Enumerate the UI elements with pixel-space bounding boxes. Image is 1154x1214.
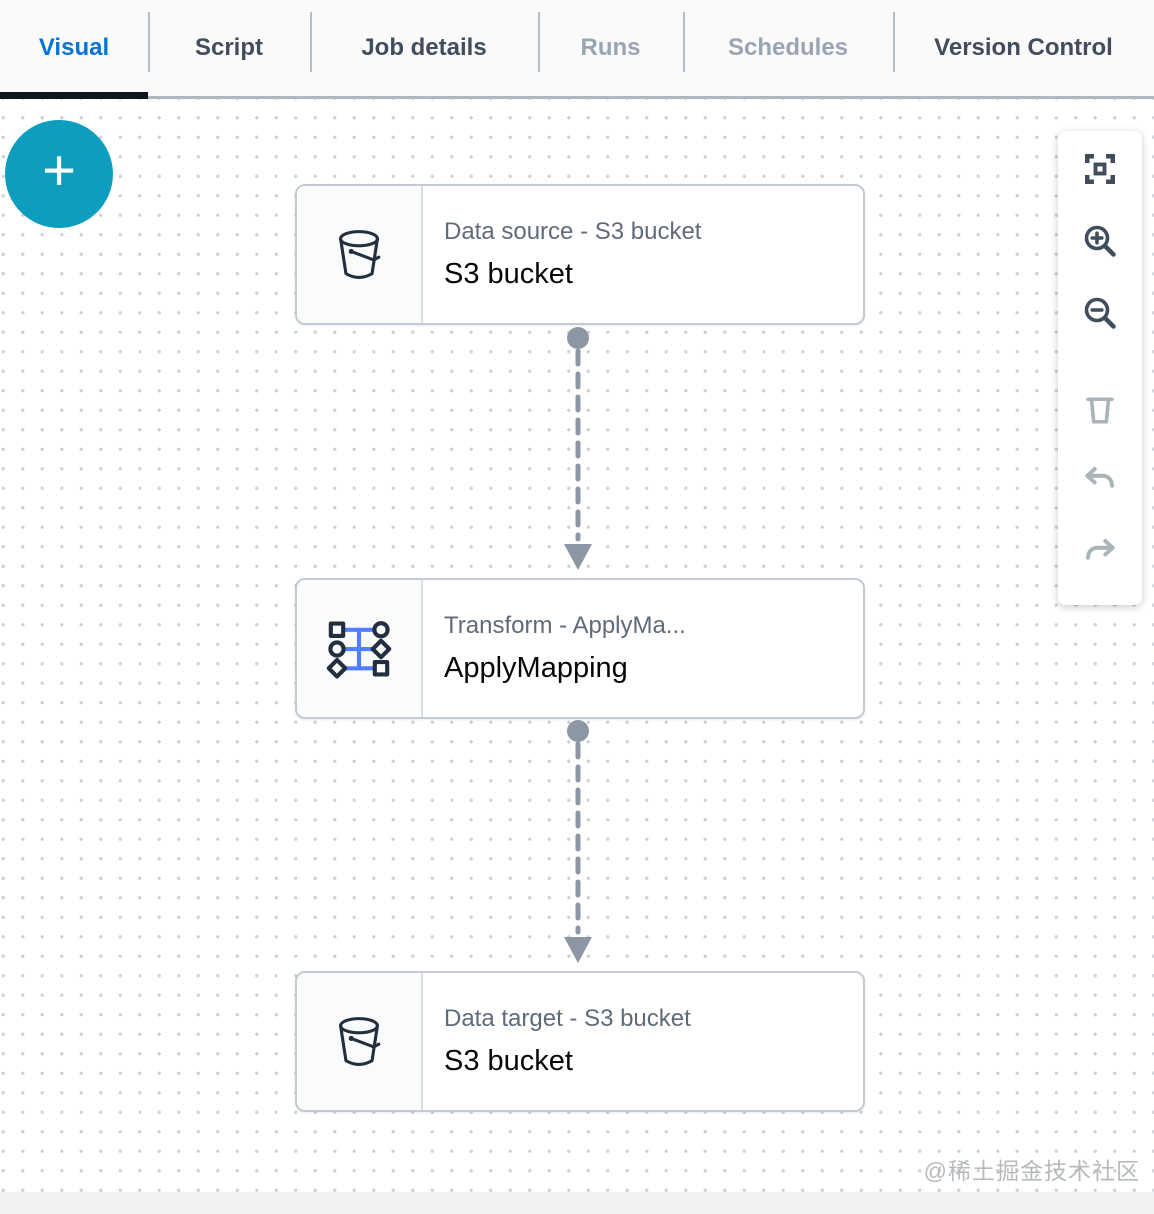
zoom-in-button[interactable] — [1058, 205, 1142, 277]
editor-tab-bar: Visual Script Job details Runs Schedules… — [0, 0, 1154, 99]
node-text: Transform - ApplyMa... ApplyMapping — [423, 580, 863, 717]
visual-job-canvas[interactable]: + Data source - S3 bucket S3 bucket — [0, 99, 1154, 1192]
node-name-label: S3 bucket — [444, 1044, 573, 1077]
tab-runs: Runs — [538, 0, 683, 96]
node-icon-cell — [297, 580, 423, 717]
canvas-toolbar — [1058, 131, 1142, 605]
s3-bucket-icon — [339, 229, 381, 279]
tab-schedules: Schedules — [683, 0, 893, 96]
tab-version-control[interactable]: Version Control — [893, 0, 1154, 96]
zoom-out-button[interactable] — [1058, 277, 1142, 349]
undo-button[interactable] — [1058, 445, 1142, 517]
delete-node-button[interactable] — [1058, 373, 1142, 445]
add-node-button[interactable]: + — [5, 120, 113, 228]
bottom-strip — [0, 1192, 1154, 1214]
node-type-label: Data target - S3 bucket — [444, 1004, 691, 1032]
node-type-label: Data source - S3 bucket — [444, 217, 702, 245]
tab-script[interactable]: Script — [148, 0, 310, 96]
output-port[interactable] — [567, 327, 589, 349]
node-type-label: Transform - ApplyMa... — [444, 611, 686, 639]
fit-to-view-icon — [1085, 154, 1115, 184]
arrowhead — [564, 544, 592, 570]
tab-visual[interactable]: Visual — [0, 0, 148, 99]
node-data-target[interactable]: Data target - S3 bucket S3 bucket — [295, 971, 865, 1112]
node-name-label: ApplyMapping — [444, 651, 628, 684]
node-name-label: S3 bucket — [444, 257, 573, 290]
trash-icon — [1086, 397, 1114, 424]
plus-icon: + — [42, 138, 76, 203]
edge-transform-to-target — [564, 720, 592, 963]
zoom-in-icon — [1084, 225, 1116, 257]
redo-icon — [1086, 539, 1115, 560]
redo-button[interactable] — [1058, 517, 1142, 589]
edge-source-to-transform — [564, 327, 592, 570]
s3-bucket-icon — [339, 1016, 381, 1066]
watermark-text: @稀土掘金技术社区 — [923, 1158, 1140, 1184]
node-data-source[interactable]: Data source - S3 bucket S3 bucket — [295, 184, 865, 325]
zoom-out-icon — [1084, 297, 1116, 329]
apply-mapping-icon — [326, 620, 392, 679]
node-icon-cell — [297, 186, 423, 323]
arrowhead — [564, 937, 592, 963]
output-port[interactable] — [567, 720, 589, 742]
undo-icon — [1085, 467, 1114, 488]
node-text: Data source - S3 bucket S3 bucket — [423, 186, 863, 323]
node-text: Data target - S3 bucket S3 bucket — [423, 973, 863, 1110]
tab-job-details[interactable]: Job details — [310, 0, 538, 96]
node-transform[interactable]: Transform - ApplyMa... ApplyMapping — [295, 578, 865, 719]
fit-to-view-button[interactable] — [1058, 133, 1142, 205]
node-icon-cell — [297, 973, 423, 1110]
